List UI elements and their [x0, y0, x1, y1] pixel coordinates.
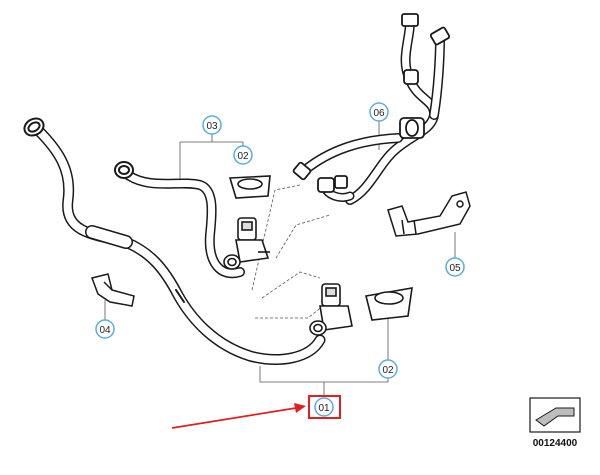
hose-connector-left [23, 117, 45, 137]
leader-lines [104, 120, 456, 397]
callout-02-upper-label: 02 [237, 151, 249, 162]
callout-03[interactable]: 03 [202, 115, 222, 135]
callout-01-highlight-box [308, 395, 341, 419]
callout-04-label: 04 [99, 325, 111, 336]
callout-01-label: 01 [318, 403, 330, 414]
callout-03-label: 03 [206, 121, 218, 132]
callout-05-label: 05 [449, 263, 461, 274]
ring-clip-upper [228, 175, 271, 199]
callout-06-label: 06 [373, 108, 385, 119]
main-fuel-hose [32, 124, 326, 365]
bracket-part [387, 191, 471, 237]
valve-lower [309, 283, 353, 336]
ring-clip-lower [365, 287, 413, 321]
callout-05[interactable]: 05 [445, 257, 465, 277]
callout-04[interactable]: 04 [95, 319, 115, 339]
document-badge: 00124400 [529, 397, 581, 449]
upper-left-hose [123, 170, 245, 279]
callout-02-upper[interactable]: 02 [233, 145, 253, 165]
callout-02-lower[interactable]: 02 [378, 359, 398, 379]
valve-upper [223, 217, 270, 270]
red-pointer-arrow [171, 403, 306, 429]
arrow-badge-icon [535, 407, 575, 427]
document-number: 00124400 [533, 438, 578, 449]
callout-06[interactable]: 06 [369, 102, 389, 122]
clip-part [91, 273, 135, 307]
hose-connector-upper-left [114, 161, 134, 179]
callout-02-lower-label: 02 [382, 365, 394, 376]
callout-01[interactable]: 01 [308, 395, 341, 419]
right-hose-connectors [292, 13, 451, 193]
